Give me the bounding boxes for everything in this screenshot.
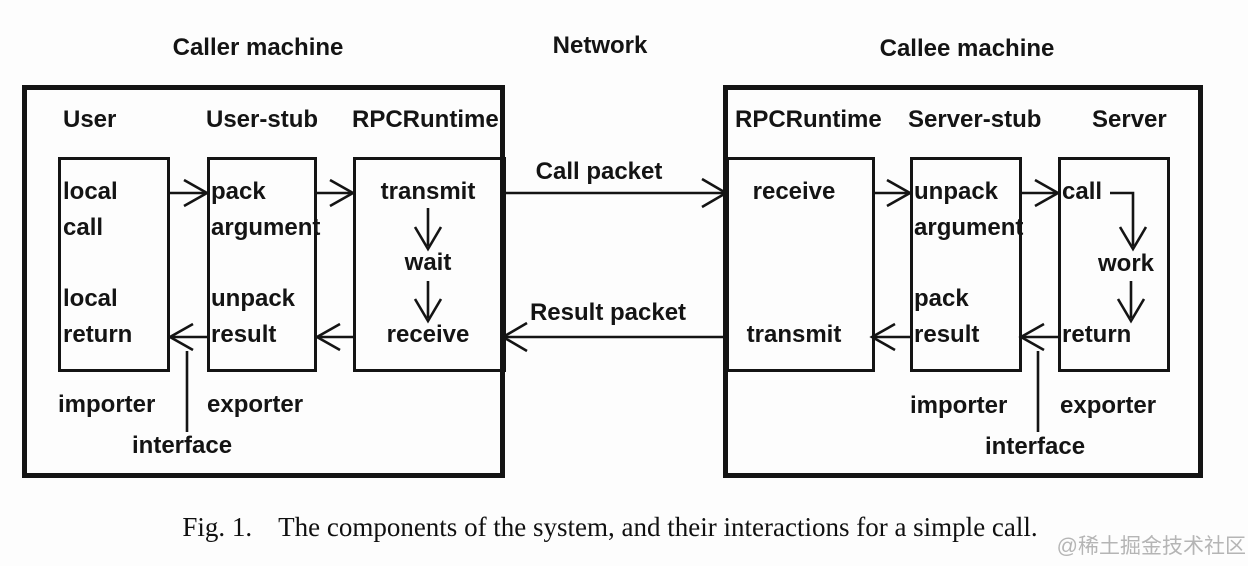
user-local-call-line2: call (63, 214, 104, 241)
result-packet-label: Result packet (529, 299, 687, 326)
server-stub-pack-line1: pack (914, 285, 969, 312)
server-stub-box (910, 157, 1022, 372)
column-label-server-stub: Server-stub (908, 106, 1042, 133)
arrow-rpc-to-userstub-return (314, 322, 353, 352)
user-stub-unpack-result: unpack result (211, 281, 295, 353)
callee-machine-title: Callee machine (879, 35, 1055, 62)
caller-importer-label: importer (58, 391, 156, 418)
call-packet-label: Call packet (535, 158, 663, 185)
watermark: @稀土掘金技术社区 (1056, 535, 1246, 558)
callee-importer-label: importer (910, 392, 1008, 419)
user-local-call-line1: local (63, 178, 118, 205)
server-return: return (1062, 321, 1132, 348)
column-label-user-stub: User-stub (206, 106, 319, 133)
callee-rpcruntime-box (726, 157, 875, 372)
server-stub-unpack-line1: unpack (914, 178, 999, 205)
server-work: work (1097, 250, 1155, 277)
arrow-transmit-to-wait (413, 208, 443, 252)
server-call: call (1062, 178, 1103, 205)
callee-rpc-transmit: transmit (746, 321, 842, 348)
server-stub-pack-line2: result (914, 321, 980, 348)
caller-rpc-receive: receive (386, 321, 470, 348)
column-label-rpcruntime-callee: RPCRuntime (735, 106, 882, 133)
column-label-rpcruntime-caller: RPCRuntime (352, 106, 499, 133)
caller-exporter-label: exporter (207, 391, 304, 418)
arrow-call-to-work (1110, 191, 1148, 252)
caller-interface-label: interface (132, 432, 233, 459)
user-local-return: local return (63, 281, 132, 353)
user-stub-unpack-line2: result (211, 321, 277, 348)
user-stub-box (207, 157, 317, 372)
user-stub-pack-argument: pack argument (211, 174, 320, 246)
callee-rpc-receive: receive (752, 178, 836, 205)
user-local-call: local call (63, 174, 118, 246)
server-box (1058, 157, 1170, 372)
server-stub-pack-result: pack result (914, 281, 979, 353)
arrow-userstub-to-user-return (167, 322, 207, 352)
user-box (58, 157, 170, 372)
user-stub-pack-line2: argument (211, 214, 321, 241)
arrow-work-to-return (1116, 281, 1146, 324)
column-label-server: Server (1092, 106, 1167, 133)
column-label-user: User (63, 106, 117, 133)
caller-machine-title: Caller machine (172, 34, 344, 61)
figure-caption-number: Fig. 1. (182, 512, 253, 542)
figure-caption-text: The components of the system, and their … (278, 512, 1038, 542)
network-label: Network (552, 32, 648, 59)
callee-interface-label: interface (985, 433, 1086, 460)
caller-rpc-wait: wait (404, 249, 452, 276)
user-local-return-line1: local (63, 285, 118, 312)
caller-rpc-transmit: transmit (380, 178, 476, 205)
callee-machine-box (723, 85, 1203, 478)
callee-exporter-label: exporter (1060, 392, 1157, 419)
server-stub-unpack-argument: unpack argument (914, 174, 1023, 246)
caller-machine-box (22, 85, 505, 478)
caller-rpcruntime-box (353, 157, 506, 372)
user-stub-unpack-line1: unpack (211, 285, 296, 312)
server-stub-unpack-line2: argument (914, 214, 1024, 241)
figure-caption: Fig. 1. The components of the system, and… (10, 512, 1210, 543)
arrow-wait-to-receive (413, 281, 443, 324)
user-local-return-line2: return (63, 321, 133, 348)
user-stub-pack-line1: pack (211, 178, 266, 205)
